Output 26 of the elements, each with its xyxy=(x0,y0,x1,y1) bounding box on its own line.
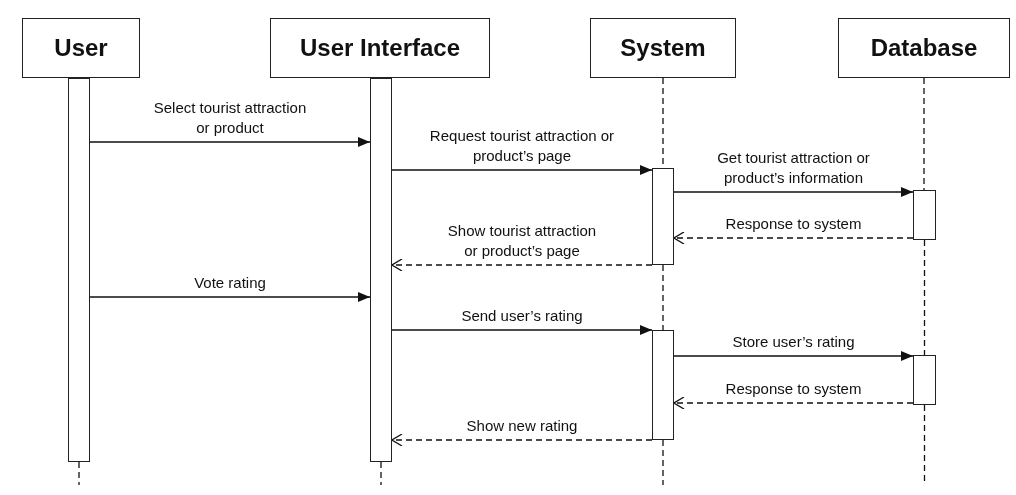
activation-bar xyxy=(913,355,936,405)
message-arrow xyxy=(673,351,914,361)
activation-bar xyxy=(68,78,90,462)
activation-bar xyxy=(370,78,392,462)
message-arrow xyxy=(89,137,371,147)
message-arrow xyxy=(673,187,914,197)
lifeline-header-box: User xyxy=(22,18,140,78)
lifeline xyxy=(380,461,382,486)
lifeline xyxy=(923,239,926,356)
lifeline-header-box: Database xyxy=(838,18,1010,78)
lifeline-header-box: System xyxy=(590,18,736,78)
activation-bar xyxy=(913,190,936,240)
lifeline xyxy=(923,77,925,191)
return-arrow xyxy=(391,258,653,272)
return-arrow xyxy=(391,433,653,447)
lifeline xyxy=(662,264,664,331)
message-arrow xyxy=(89,292,371,302)
lifeline-header-box: User Interface xyxy=(270,18,490,78)
return-arrow xyxy=(673,396,914,410)
lifeline xyxy=(78,461,80,486)
return-arrow xyxy=(673,231,914,245)
activation-bar xyxy=(652,168,674,265)
message-arrow xyxy=(391,165,653,175)
message-arrow xyxy=(391,325,653,335)
activation-bar xyxy=(652,330,674,440)
lifeline xyxy=(662,439,664,486)
